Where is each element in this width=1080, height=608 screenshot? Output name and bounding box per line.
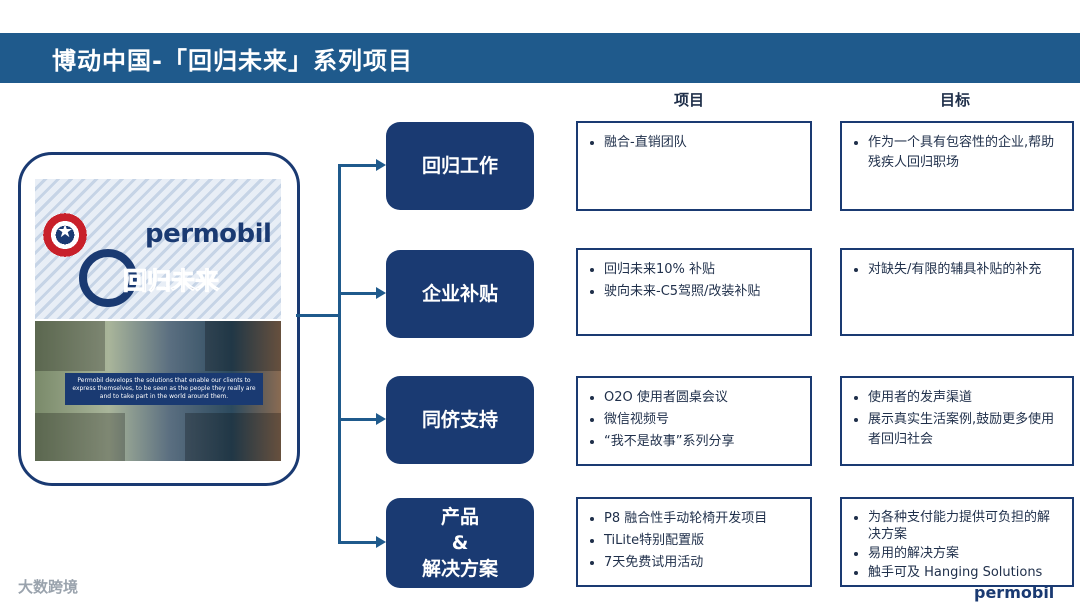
connector-vertical (338, 164, 341, 544)
project-item: P8 融合性手动轮椅开发项目 (604, 509, 800, 529)
category-line: 解决方案 (422, 556, 498, 582)
project-item: 回归未来10% 补贴 (604, 260, 800, 280)
goal-item: 为各种支付能力提供可负担的解决方案 (868, 509, 1062, 543)
goal-box-peer-support: 使用者的发声渠道 展示真实生活案例,鼓励更多使用者回归社会 (840, 376, 1074, 466)
connector-main (296, 314, 340, 317)
goal-item: 对缺失/有限的辅具补贴的补充 (868, 260, 1062, 280)
category-return-to-work: 回归工作 (386, 122, 534, 210)
card-photo-collage: Permobil develops the solutions that ena… (35, 321, 281, 461)
project-box-products-solutions: P8 融合性手动轮椅开发项目 TiLite特别配置版 7天免费试用活动 (576, 497, 812, 587)
goal-item: 触手可及 Hanging Solutions (868, 564, 1062, 581)
goal-item: 展示真实生活案例,鼓励更多使用者回归社会 (868, 410, 1062, 450)
project-item: 驶向未来-C5驾照/改装补贴 (604, 282, 800, 302)
star-icon: ★ (57, 223, 73, 241)
card-subtitle: 回归未来 (123, 261, 219, 296)
arrow-icon (376, 159, 386, 171)
goal-box-return-to-work: 作为一个具有包容性的企业,帮助残疾人回归职场 (840, 121, 1074, 211)
card-banner: ★ permobil 回归未来 (35, 179, 281, 319)
project-box-return-to-work: 融合-直销团队 (576, 121, 812, 211)
category-line: & (452, 530, 469, 556)
column-header-project: 项目 (674, 89, 704, 110)
arrow-icon (376, 536, 386, 548)
photo-tile (35, 413, 125, 461)
project-box-enterprise-subsidy: 回归未来10% 补贴 驶向未来-C5驾照/改装补贴 (576, 248, 812, 336)
title-bar: 博动中国-「回归未来」系列项目 (0, 33, 1080, 83)
project-item: O2O 使用者圆桌会议 (604, 388, 800, 408)
project-item: TiLite特别配置版 (604, 531, 800, 551)
permobil-footer-logo: permobil (974, 583, 1054, 602)
arrow-icon (376, 287, 386, 299)
photo-tile (35, 321, 105, 371)
permobil-logo: permobil (145, 219, 271, 249)
category-enterprise-subsidy: 企业补贴 (386, 250, 534, 338)
connector-branch (338, 418, 378, 421)
category-products-solutions: 产品 & 解决方案 (386, 498, 534, 588)
project-box-peer-support: O2O 使用者圆桌会议 微信视频号 “我不是故事”系列分享 (576, 376, 812, 466)
photo-tile (185, 413, 281, 461)
category-peer-support: 同侪支持 (386, 376, 534, 464)
goal-box-enterprise-subsidy: 对缺失/有限的辅具补贴的补充 (840, 248, 1074, 336)
goal-item: 作为一个具有包容性的企业,帮助残疾人回归职场 (868, 133, 1062, 173)
column-header-goal: 目标 (940, 89, 970, 110)
source-watermark: 大数跨境 (18, 576, 78, 597)
connector-branch (338, 292, 378, 295)
project-item: 微信视频号 (604, 410, 800, 430)
connector-branch (338, 541, 378, 544)
project-item: 7天免费试用活动 (604, 553, 800, 573)
arrow-icon (376, 413, 386, 425)
connector-branch (338, 164, 378, 167)
goal-box-products-solutions: 为各种支付能力提供可负担的解决方案 易用的解决方案 触手可及 Hanging S… (840, 497, 1074, 587)
permobil-image-card: ★ permobil 回归未来 Permobil develops the so… (18, 152, 300, 486)
photo-tile (205, 321, 281, 371)
project-item: 融合-直销团队 (604, 133, 800, 153)
category-line: 产品 (441, 504, 479, 530)
page-title: 博动中国-「回归未来」系列项目 (52, 41, 413, 76)
goal-item: 使用者的发声渠道 (868, 388, 1062, 408)
photo-caption: Permobil develops the solutions that ena… (65, 373, 263, 405)
project-item: “我不是故事”系列分享 (604, 432, 800, 452)
goal-item: 易用的解决方案 (868, 545, 1062, 562)
